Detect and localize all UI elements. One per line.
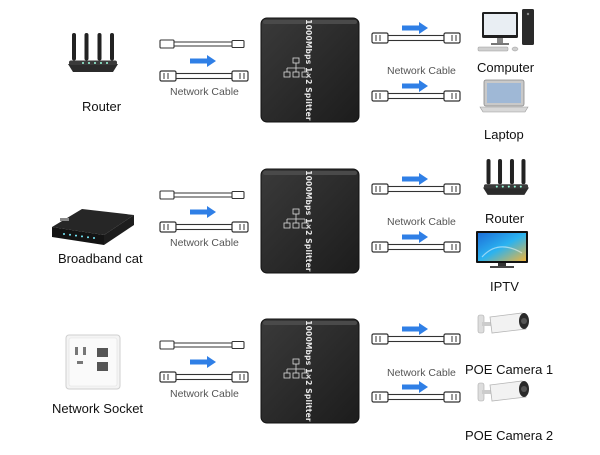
output-cable-label: Network Cable: [387, 216, 456, 228]
arrow-icon: [190, 55, 216, 67]
output-cable: [371, 90, 461, 102]
output-cable-label: Network Cable: [387, 65, 456, 77]
arrow-icon: [402, 80, 428, 92]
wifi-router-icon: [483, 159, 529, 195]
arrow-icon: [402, 231, 428, 243]
target-label-iptv: IPTV: [490, 279, 519, 294]
desktop-computer-icon: [477, 9, 534, 52]
output-cable: [371, 241, 461, 253]
security-camera-icon: [477, 312, 529, 334]
splitter-box: 1000Mbps 1×2 Splitter: [260, 168, 360, 274]
input-cable: [159, 340, 245, 350]
input-cable: [159, 190, 245, 200]
tv-icon: [476, 231, 528, 268]
splitter-label: 1000Mbps 1×2 Splitter: [304, 19, 313, 121]
input-cable-label: Network Cable: [170, 86, 239, 98]
wall-socket-icon: [65, 334, 121, 390]
connection-row: 1000Mbps 1×2 Splitter: [68, 9, 534, 123]
output-cable: [371, 333, 461, 345]
connection-row: 1000Mbps 1×2 Splitter: [65, 312, 529, 424]
network-symbol-icon: [283, 358, 309, 379]
input-cable: [159, 221, 249, 233]
source-label-network-socket: Network Socket: [52, 401, 144, 416]
splitter-box: 1000Mbps 1×2 Splitter: [260, 318, 360, 424]
input-cable-label: Network Cable: [170, 388, 239, 400]
connection-row: 1000Mbps 1×2 Splitter: [52, 159, 529, 274]
target-label-router: Router: [485, 211, 525, 226]
input-cable: [159, 371, 249, 383]
source-label-broadband-cat: Broadband cat: [58, 251, 143, 266]
input-cable: [159, 39, 245, 49]
splitter-box: 1000Mbps 1×2 Splitter: [260, 17, 360, 123]
output-cable: [371, 183, 461, 195]
output-cable: [371, 32, 461, 44]
arrow-icon: [190, 356, 216, 368]
laptop-icon: [479, 79, 529, 113]
target-label-poe-camera-2: POE Camera 2: [465, 428, 554, 443]
target-label-poe-camera-1: POE Camera 1: [465, 362, 554, 377]
output-cable-label: Network Cable: [387, 367, 456, 379]
arrow-icon: [402, 173, 428, 185]
network-symbol-icon: [283, 57, 309, 78]
input-cable: [159, 70, 249, 82]
arrow-icon: [402, 381, 428, 393]
output-cable: [371, 391, 461, 403]
splitter-label: 1000Mbps 1×2 Splitter: [304, 320, 313, 422]
target-label-computer: Computer: [477, 60, 535, 75]
arrow-icon: [190, 206, 216, 218]
source-label-router: Router: [82, 99, 122, 114]
splitter-label: 1000Mbps 1×2 Splitter: [304, 170, 313, 272]
network-symbol-icon: [283, 208, 309, 229]
wifi-router-icon: [68, 33, 118, 72]
arrow-icon: [402, 22, 428, 34]
security-camera-icon: [477, 380, 529, 402]
input-cable-label: Network Cable: [170, 237, 239, 249]
arrow-icon: [402, 323, 428, 335]
target-label-laptop: Laptop: [484, 127, 524, 142]
broadband-modem-icon: [52, 209, 134, 245]
